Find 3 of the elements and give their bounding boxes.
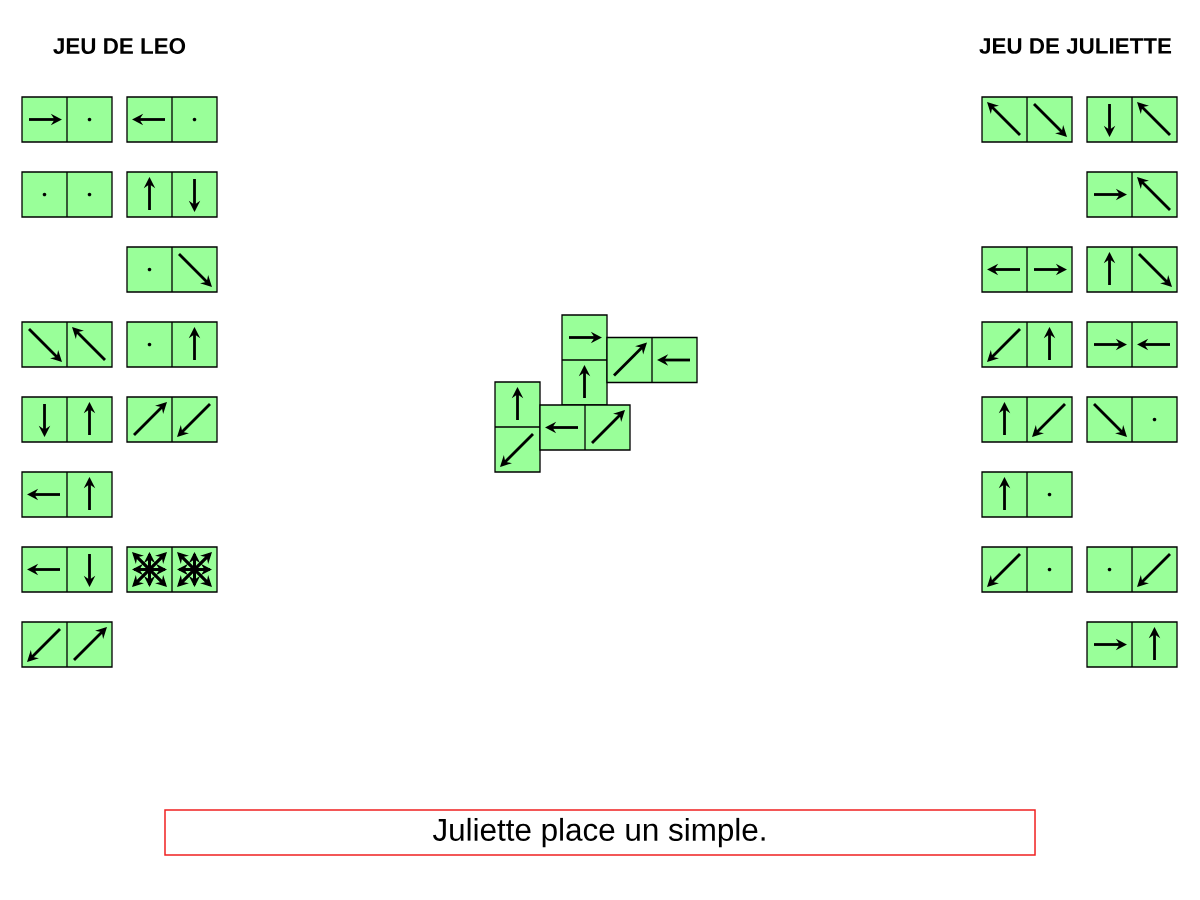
heading: JEU DE LEO (53, 38, 186, 54)
message-box: Juliette place un simple. (164, 809, 1036, 856)
heading: JEU DE JULIETTE (979, 38, 1172, 54)
